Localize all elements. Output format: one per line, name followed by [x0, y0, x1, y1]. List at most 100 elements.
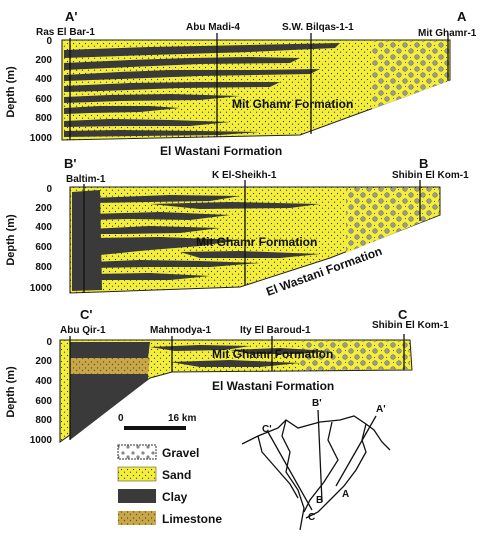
map-label-c: C — [308, 512, 315, 523]
section-a-clay-bed-5 — [64, 94, 240, 103]
map-delta-west-edge — [257, 435, 299, 499]
section-b-end-left: B' — [64, 156, 76, 171]
section-c-depth-tick-200: 200 — [35, 356, 52, 367]
section-a-well-label-3: S.W. Bilqas-1-1 — [282, 22, 354, 33]
legend-label-limestone: Limestone — [162, 512, 222, 526]
map-nile-branch-east — [303, 421, 339, 513]
section-b-end-right: B — [419, 156, 428, 171]
location-map — [241, 409, 391, 531]
section-c-well-label-1: Abu Qir-1 — [60, 325, 106, 336]
section-b-clay-bed-4 — [90, 237, 240, 256]
scale-bar-line — [124, 426, 186, 430]
section-b-clay-bed-6 — [90, 260, 260, 268]
section-a-end-left: A' — [65, 9, 77, 24]
section-c-formation-upper: Mit Ghamr Formation — [212, 347, 333, 361]
section-b-clay-bed-8 — [150, 202, 320, 209]
section-c-clay-block-top — [70, 342, 150, 358]
section-a: A' A Ras El Bar-1 Abu Madi-4 S.W. Bilqas… — [5, 9, 477, 158]
legend-label-sand: Sand — [162, 468, 191, 482]
map-nile-branch-west — [281, 419, 305, 531]
section-c-depth-tick-800: 800 — [35, 415, 52, 426]
section-c-well-label-3: Ity El Baroud-1 — [240, 325, 311, 336]
section-b-clay-bed-5 — [180, 251, 320, 258]
section-a-clay-bed-2 — [64, 57, 300, 70]
section-a-depth-tick-200: 200 — [35, 55, 52, 66]
section-a-clay-bed-8 — [64, 130, 260, 137]
section-b-well-label-2: K El-Sheikh-1 — [212, 170, 277, 181]
section-c-clay-block-bottom — [70, 374, 148, 440]
section-b-depth-tick-800: 800 — [35, 262, 52, 273]
map-coastline — [241, 415, 391, 451]
section-a-formation-upper: Mit Ghamr Formation — [232, 97, 353, 111]
map-labels: B' A' C' B A C — [262, 398, 386, 523]
section-b-depth-tick-0: 0 — [46, 184, 52, 195]
section-b-clay-bed-3 — [90, 226, 220, 234]
section-a-depth-tick-1000: 1000 — [30, 133, 53, 144]
section-b-depth-tick-600: 600 — [35, 242, 52, 253]
section-c-end-right: C — [398, 307, 408, 322]
section-b-depth-tick-400: 400 — [35, 222, 52, 233]
section-c-depth-tick-400: 400 — [35, 376, 52, 387]
section-c-clay-bed-2 — [170, 360, 300, 367]
map-label-b-prime: B' — [312, 398, 322, 409]
section-c-well-label-2: Mahmodya-1 — [150, 325, 212, 336]
section-a-gravel-zone — [372, 41, 449, 109]
section-c-limestone-band — [70, 358, 150, 374]
map-section-line-a — [335, 415, 377, 487]
section-a-depth-tick-0: 0 — [46, 36, 52, 47]
section-b-gravel-zone — [346, 188, 439, 253]
section-b-clay-bed-7 — [90, 273, 210, 280]
section-a-clay-bed-1 — [64, 43, 340, 58]
section-b-clay-bed-1 — [90, 195, 240, 203]
section-a-depth-tick-800: 800 — [35, 113, 52, 124]
section-b-clay-bed-2 — [90, 212, 230, 220]
section-c: C' C Abu Qir-1 Mahmodya-1 Ity El Baroud-… — [5, 307, 449, 446]
section-b-formation-upper: Mit Ghamr Formation — [196, 235, 317, 249]
section-a-end-right: A — [457, 9, 467, 24]
map-delta-east-edge — [305, 423, 367, 519]
section-c-depth-label: Depth (m) — [5, 366, 17, 418]
map-section-line-b — [317, 409, 323, 503]
map-label-a: A — [342, 489, 349, 500]
section-a-clay-bed-7 — [64, 119, 230, 127]
section-b-well-label-3: Shibin El Kom-1 — [392, 170, 469, 181]
section-a-formation-lower: El Wastani Formation — [160, 144, 282, 158]
section-a-well-label-4: Mit Ghamr-1 — [418, 28, 477, 39]
section-a-depth-tick-400: 400 — [35, 74, 52, 85]
section-c-end-left: C' — [80, 307, 92, 322]
scale-bar-start: 0 — [118, 413, 124, 424]
section-a-well-label-2: Abu Madi-4 — [186, 22, 240, 33]
scale-bar-end: 16 km — [168, 413, 196, 424]
section-a-well-label-1: Ras El Bar-1 — [36, 27, 95, 38]
legend-label-clay: Clay — [162, 490, 188, 504]
legend-swatch-clay — [118, 489, 156, 503]
section-c-gravel-zone — [300, 341, 410, 370]
legend-swatch-sand — [117, 466, 157, 482]
section-c-depth-tick-0: 0 — [46, 337, 52, 348]
map-label-c-prime: C' — [262, 424, 272, 435]
map-label-b: B — [316, 495, 323, 506]
legend-swatch-gravel — [117, 444, 157, 460]
section-c-formation-lower: El Wastani Formation — [212, 379, 334, 393]
section-c-clay-bed-3 — [230, 348, 330, 354]
section-c-depth-tick-600: 600 — [35, 396, 52, 407]
section-a-clay-bed-6 — [64, 106, 180, 114]
legend-swatch-limestone — [118, 511, 156, 525]
section-b-depth-tick-1000: 1000 — [30, 283, 53, 294]
scale-bar: 0 16 km — [118, 413, 196, 430]
section-b-depth-tick-200: 200 — [35, 203, 52, 214]
section-b-depth-label: Depth (m) — [5, 214, 17, 266]
section-c-well-label-4: Shibin El Kom-1 — [372, 320, 449, 331]
section-c-clay-bed-1 — [150, 345, 250, 351]
map-label-a-prime: A' — [376, 404, 386, 415]
legend: Gravel Sand Clay Limestone — [117, 444, 222, 526]
section-a-depth-tick-600: 600 — [35, 94, 52, 105]
section-a-depth-label: Depth (m) — [5, 66, 17, 118]
section-a-clay-bed-3 — [64, 69, 320, 81]
map-section-line-c — [267, 431, 313, 511]
section-c-depth-tick-1000: 1000 — [30, 435, 53, 446]
legend-label-gravel: Gravel — [162, 446, 199, 460]
section-b-well-label-1: Baltim-1 — [66, 174, 106, 185]
section-b: B' B Baltim-1 K El-Sheikh-1 Shibin El Ko… — [5, 156, 469, 299]
